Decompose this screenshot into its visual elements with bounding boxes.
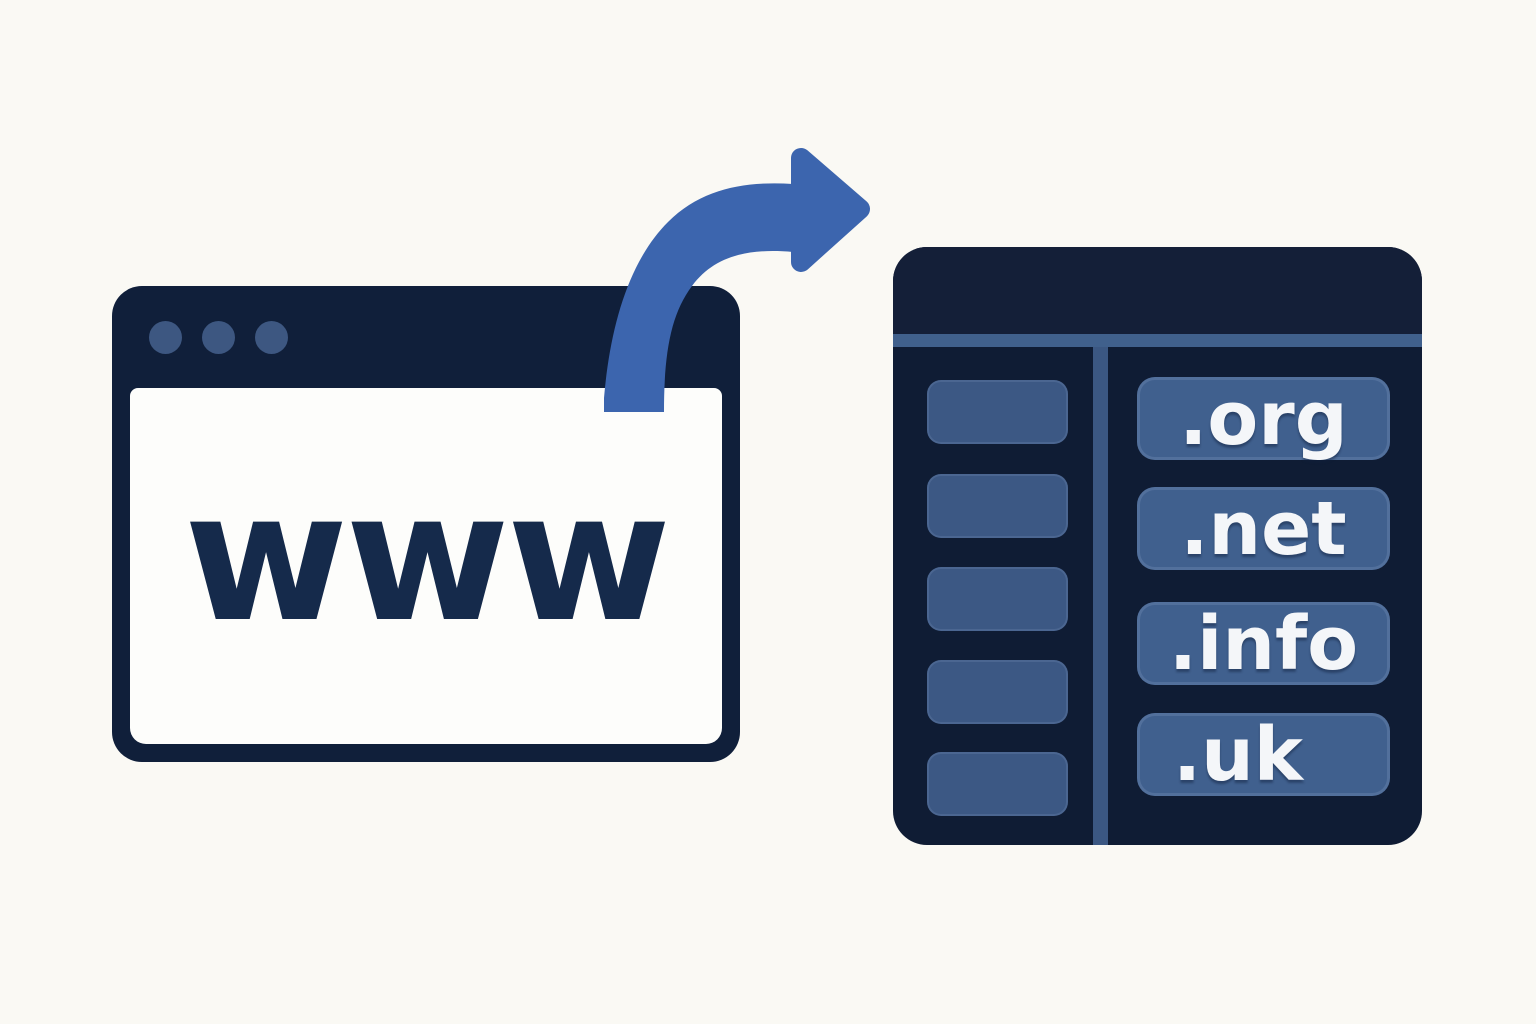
extension-button-uk[interactable]: .uk [1137, 713, 1390, 796]
www-label: www [183, 454, 671, 661]
sidebar-placeholder [927, 380, 1068, 444]
panel-vertical-divider [1093, 347, 1108, 845]
window-control-dot-icon [202, 321, 235, 354]
sidebar-placeholder [927, 567, 1068, 631]
extension-label: .net [1180, 485, 1347, 572]
extension-label: .uk [1173, 711, 1304, 798]
window-control-dot-icon [149, 321, 182, 354]
extension-label: .info [1168, 600, 1359, 687]
extension-button-info[interactable]: .info [1137, 602, 1390, 685]
sidebar-placeholder [927, 474, 1068, 538]
extension-button-org[interactable]: .org [1137, 377, 1390, 460]
domain-panel: .org .net .info .uk [893, 247, 1422, 845]
panel-horizontal-divider [893, 334, 1422, 347]
browser-content: www [130, 388, 722, 744]
panel-header [893, 247, 1422, 334]
window-control-dot-icon [255, 321, 288, 354]
arrow-tail-icon [604, 183, 793, 412]
extension-button-net[interactable]: .net [1137, 487, 1390, 570]
sidebar-placeholder [927, 660, 1068, 724]
arrow-head-icon [791, 148, 870, 272]
extension-label: .org [1179, 375, 1348, 462]
sidebar-placeholder [927, 752, 1068, 816]
